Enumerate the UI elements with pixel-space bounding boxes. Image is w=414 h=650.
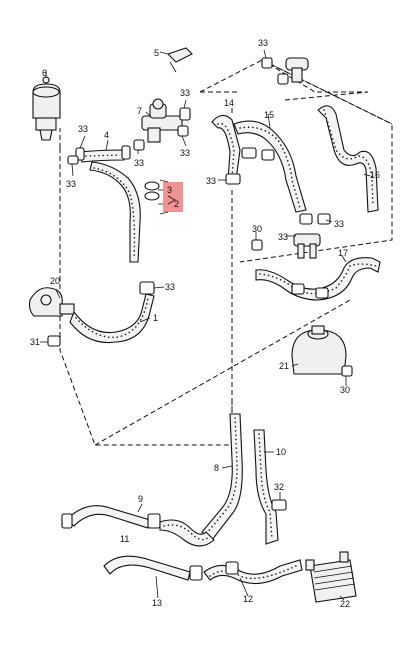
callout-33-a: 33 xyxy=(258,38,268,48)
part-4-small-hose xyxy=(67,145,131,165)
part-7-connector xyxy=(133,98,191,151)
callout-33-e: 33 xyxy=(180,148,190,158)
callout-9: 9 xyxy=(138,494,143,504)
callout-30-a: 30 xyxy=(252,224,262,234)
callout-33-d: 33 xyxy=(134,158,144,168)
top-right-connector xyxy=(261,57,309,85)
part-8-hose xyxy=(201,413,243,541)
callout-33-f: 33 xyxy=(66,179,76,189)
callout-33-b: 33 xyxy=(180,88,190,98)
callout-labels: 6 5 33 7 33 33 4 14 15 33 33 33 16 3 2 3… xyxy=(30,38,380,609)
part-30-connector xyxy=(251,233,321,259)
callout-21: 21 xyxy=(279,361,289,371)
callout-31: 31 xyxy=(30,337,40,347)
callout-33-g: 33 xyxy=(206,176,216,186)
part-12-hose xyxy=(203,559,303,585)
callout-16: 16 xyxy=(370,170,380,180)
callout-30-b: 30 xyxy=(340,385,350,395)
callout-4: 4 xyxy=(104,130,109,140)
group-outline-lines xyxy=(59,59,393,446)
part-16-hose xyxy=(299,105,379,225)
part-22-oil-cooler xyxy=(305,551,357,603)
part-13-pipe xyxy=(103,555,203,581)
callout-14: 14 xyxy=(224,98,234,108)
part-15-hose xyxy=(233,120,307,213)
callout-1: 1 xyxy=(153,313,158,323)
callout-32: 32 xyxy=(274,482,284,492)
part-32-clamp xyxy=(271,499,287,511)
part-21-expansion-tank xyxy=(291,325,353,377)
part-20-flange xyxy=(28,287,75,347)
callout-7: 7 xyxy=(137,106,142,116)
callout-33-i: 33 xyxy=(334,219,344,229)
part-9-pipe xyxy=(61,505,215,547)
part-14-hose xyxy=(211,114,241,185)
left-vertical-hose xyxy=(89,161,141,263)
part-2-3-clamps xyxy=(144,181,160,201)
part-6-reservoir xyxy=(32,70,61,141)
callout-11: 11 xyxy=(120,534,129,544)
callout-10: 10 xyxy=(276,447,286,457)
callout-33-h: 33 xyxy=(278,232,288,242)
callout-22: 22 xyxy=(340,599,350,609)
callout-2: 2 xyxy=(174,199,179,209)
callout-12: 12 xyxy=(243,594,253,604)
callout-5: 5 xyxy=(154,48,159,58)
part-10-hose xyxy=(253,429,279,545)
part-1-hose xyxy=(69,281,155,344)
callout-13: 13 xyxy=(152,598,162,608)
part-5-bracket xyxy=(159,47,193,73)
callout-17: 17 xyxy=(338,248,348,258)
callout-33-c: 33 xyxy=(78,124,88,134)
callout-3: 3 xyxy=(167,185,172,195)
part-17-hose xyxy=(255,257,381,301)
callout-6: 6 xyxy=(42,68,47,78)
leader-lines xyxy=(40,49,371,601)
callout-33-j: 33 xyxy=(165,282,175,292)
highlight-box xyxy=(163,182,183,212)
callout-15: 15 xyxy=(264,110,274,120)
callout-20: 20 xyxy=(50,276,60,286)
callout-8: 8 xyxy=(214,463,219,473)
